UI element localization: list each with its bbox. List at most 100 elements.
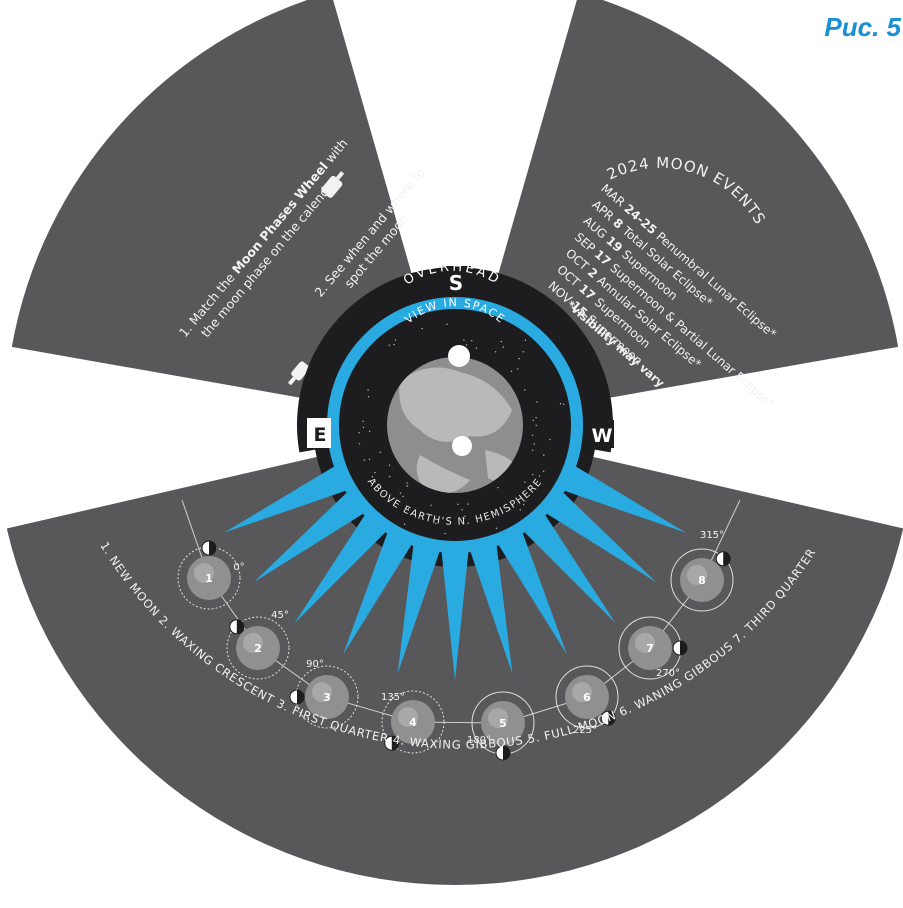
star <box>532 473 534 476</box>
star <box>363 459 366 461</box>
phase-name: 4. WAXING GIBBOUS <box>392 732 529 751</box>
moon-phase-item: 245° <box>226 610 290 680</box>
star <box>389 475 391 478</box>
star <box>536 401 538 403</box>
star <box>531 434 534 436</box>
star <box>406 485 408 487</box>
star <box>510 370 513 372</box>
star <box>465 344 468 346</box>
sun-ray <box>223 466 346 533</box>
star <box>475 347 478 349</box>
phase-moon-shadow <box>236 619 244 634</box>
sun-ray <box>397 546 440 674</box>
star <box>374 480 376 483</box>
compass-south: S <box>449 271 463 295</box>
top-left-panel <box>11 0 414 399</box>
star <box>538 475 541 477</box>
phase-continent <box>488 708 508 728</box>
star <box>524 339 527 341</box>
star <box>368 458 371 460</box>
star <box>393 343 395 346</box>
star <box>531 449 534 451</box>
star <box>421 327 423 330</box>
phase-number: 5 <box>499 717 507 730</box>
star <box>358 432 360 434</box>
phase-angle: 135° <box>381 692 405 703</box>
star <box>524 481 526 483</box>
phase-orbit-line <box>181 499 741 724</box>
phase-continent <box>312 682 332 702</box>
star <box>543 454 545 456</box>
phase-moon-shadow <box>608 711 616 726</box>
star <box>517 368 519 370</box>
phase-continent <box>687 565 707 585</box>
star <box>388 464 391 466</box>
star <box>524 500 526 502</box>
star <box>563 403 565 405</box>
star <box>406 482 408 484</box>
star <box>444 532 446 535</box>
star <box>367 396 370 398</box>
star <box>518 357 520 360</box>
sun-ray <box>441 552 469 680</box>
star <box>524 389 526 391</box>
phase-angle: 180° <box>467 735 491 746</box>
moon-phase-item: 1 0° <box>177 540 245 610</box>
figure-label: Рис. 5 <box>824 12 901 42</box>
star <box>535 416 537 419</box>
phase-angle: 0° <box>233 562 244 573</box>
star <box>533 443 535 445</box>
phase-continent <box>194 563 214 583</box>
star <box>497 486 499 489</box>
phase-angle: 225° <box>573 725 597 736</box>
phase-moon-shadow <box>209 541 216 555</box>
phase-number: 3 <box>323 691 331 704</box>
phase-continent <box>635 633 655 653</box>
sun-ray <box>254 492 363 582</box>
phase-orbit-circle <box>226 616 290 680</box>
star <box>403 523 406 525</box>
sun-ray <box>547 492 656 582</box>
star <box>367 389 369 391</box>
phase-number: 2 <box>254 642 262 655</box>
star <box>522 351 525 353</box>
top-right-panel <box>496 0 899 399</box>
star <box>446 323 448 325</box>
phase-orbit-circle <box>670 548 734 612</box>
star <box>559 403 562 405</box>
phase-number: 1 <box>205 572 213 585</box>
phase-angle: 315° <box>700 530 724 541</box>
star <box>471 340 473 342</box>
star <box>368 430 371 432</box>
star <box>402 495 404 498</box>
phase-moon-shadow <box>391 736 399 751</box>
star <box>371 476 374 478</box>
star <box>522 503 525 506</box>
star <box>495 527 498 529</box>
star <box>535 424 537 427</box>
phase-orbit-circle <box>555 665 619 729</box>
sun-rays <box>223 466 687 680</box>
star <box>464 515 466 518</box>
star <box>399 492 402 494</box>
earth-from-space <box>387 345 523 493</box>
star <box>434 522 437 525</box>
star <box>374 471 376 474</box>
star <box>379 451 381 454</box>
star <box>532 419 534 422</box>
compass-east: E <box>314 424 327 446</box>
phase-angle: 270° <box>656 668 680 679</box>
phase-number: 4 <box>409 716 417 729</box>
phase-moon-shadow <box>680 641 687 655</box>
star <box>358 443 361 445</box>
moon-overhead <box>448 345 470 367</box>
phase-continent <box>398 707 418 727</box>
star <box>362 420 364 423</box>
star <box>430 504 432 506</box>
star <box>494 351 497 353</box>
star <box>502 346 505 348</box>
